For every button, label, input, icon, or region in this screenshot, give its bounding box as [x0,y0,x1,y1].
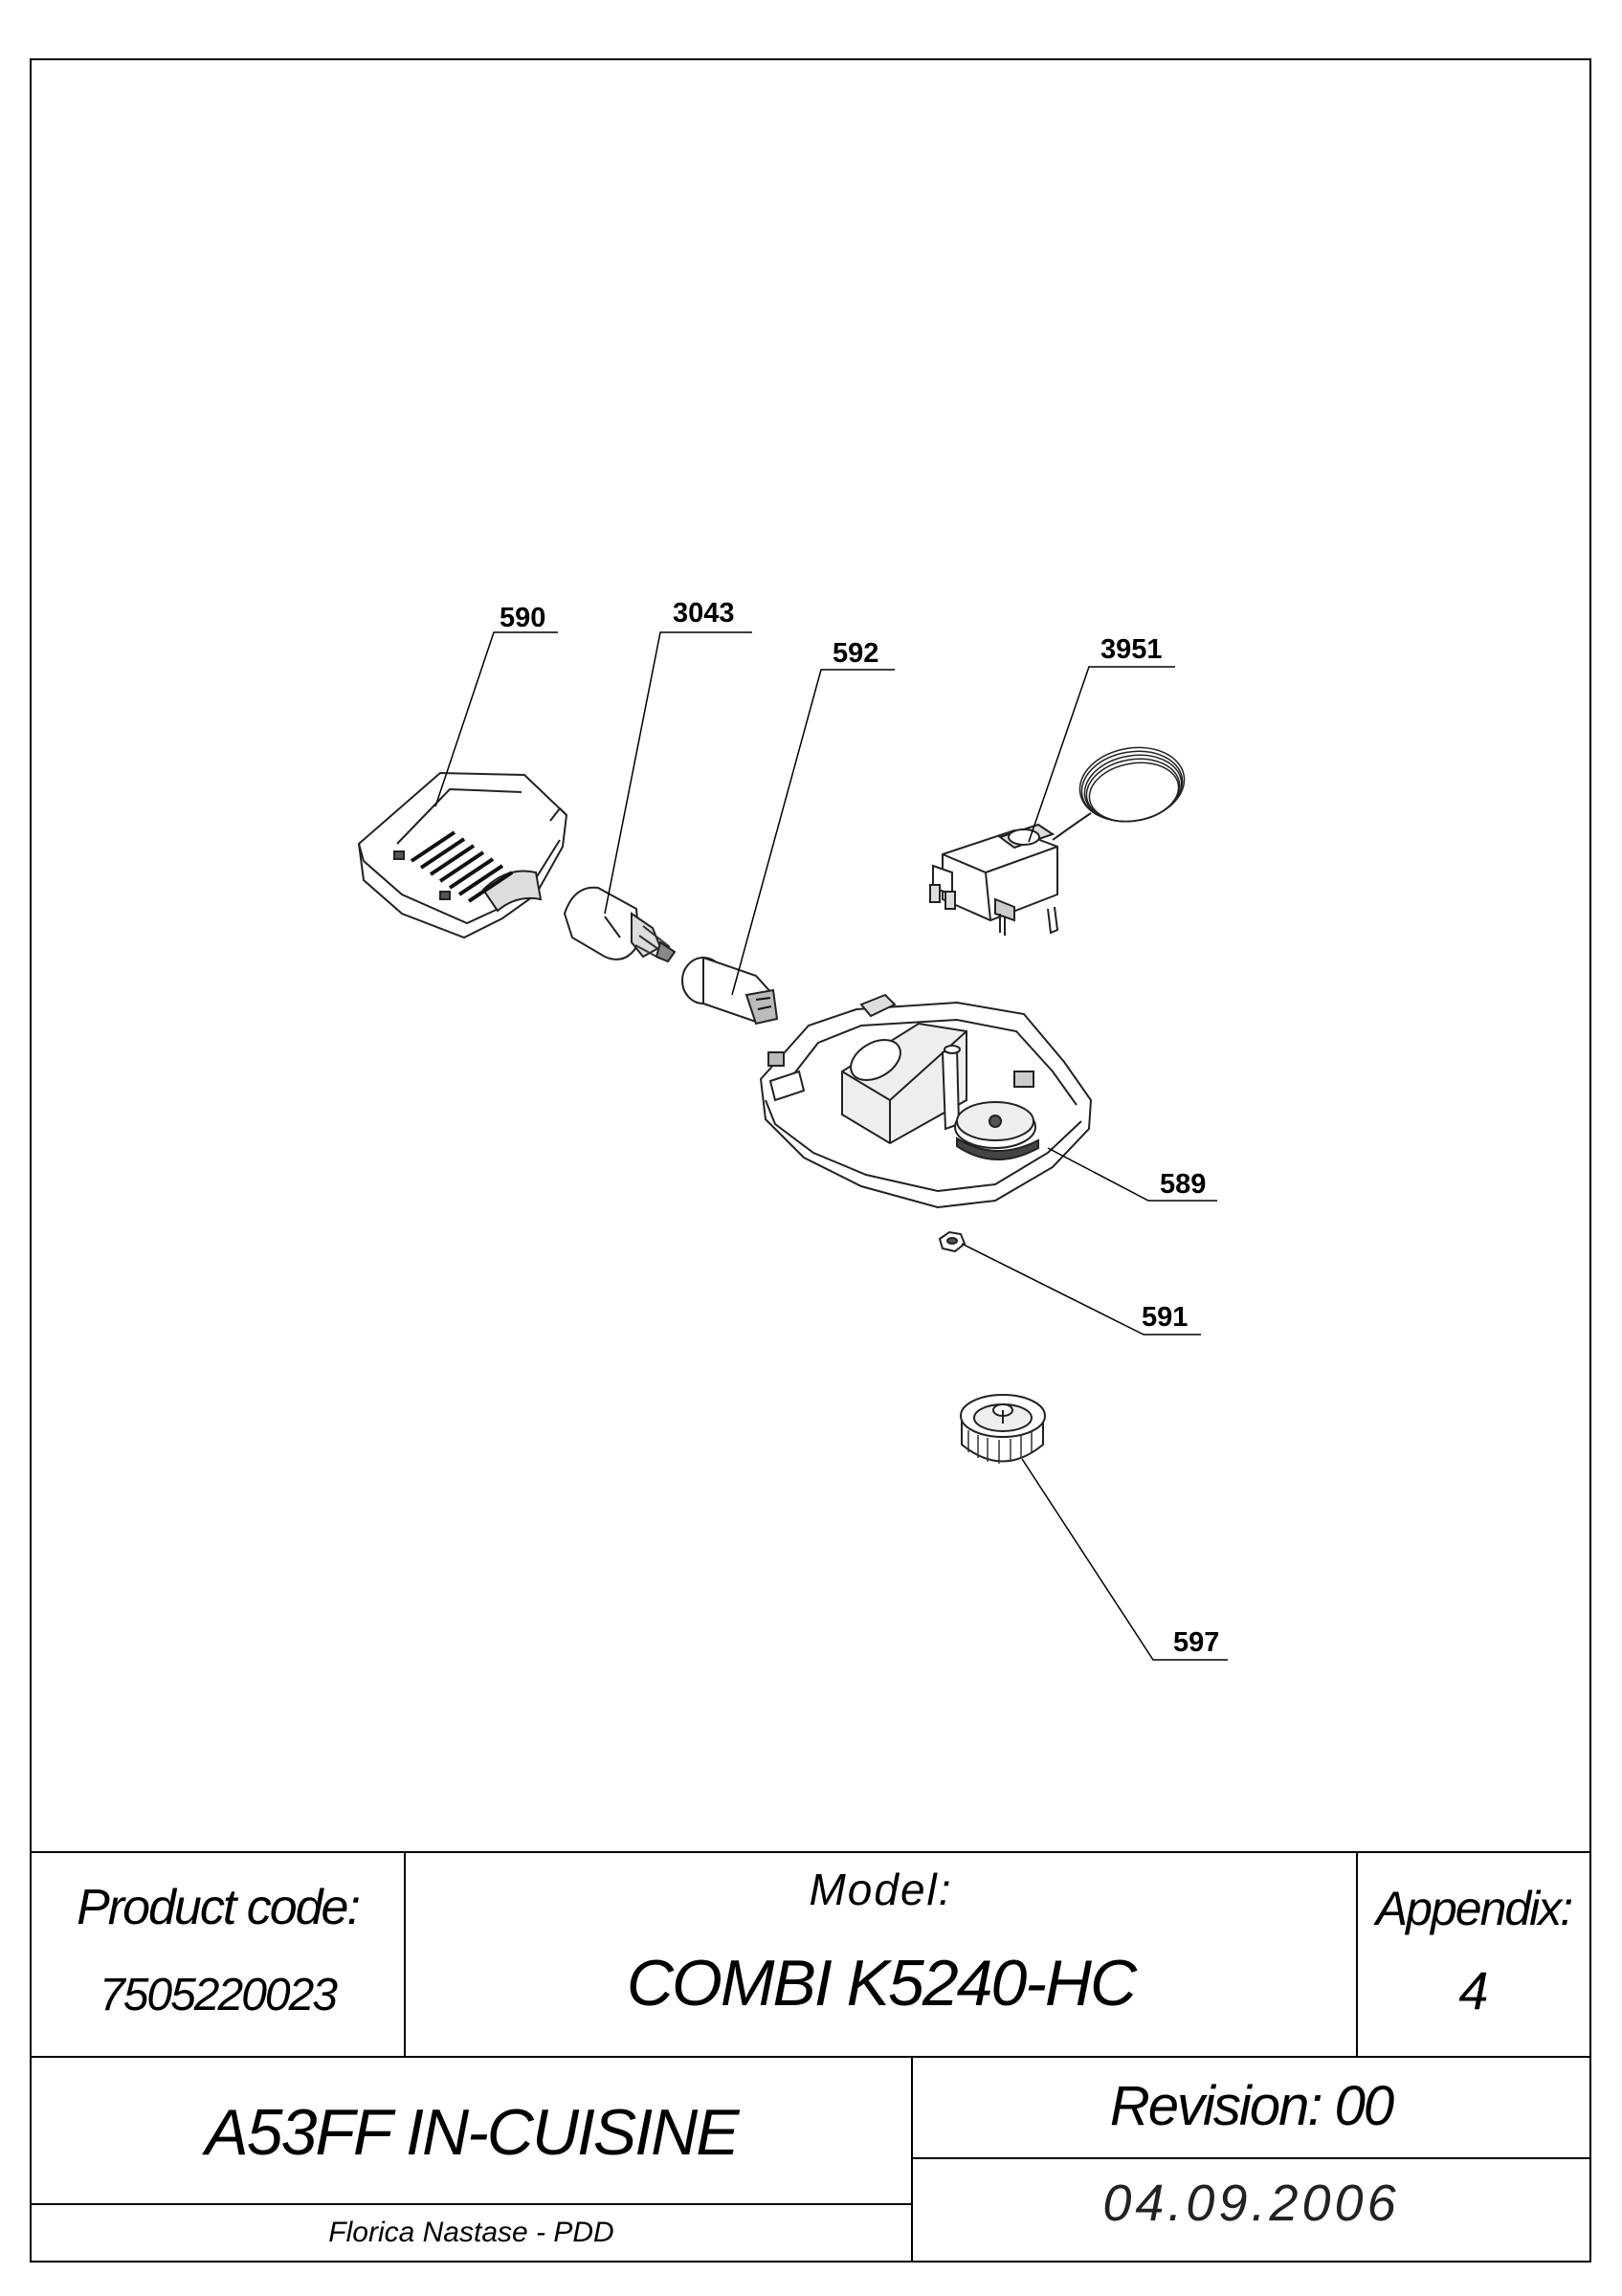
author: Florica Nastase - PDD [328,2217,614,2248]
part-3951-thermostat [929,746,1186,936]
label-3951: 3951 [1100,634,1163,665]
leader-lines [434,631,1228,1661]
leader-591 [961,1243,1201,1336]
part-590-lamp-cover [357,771,568,939]
appendix-label: Appendix: [1375,1882,1573,1935]
drawing-frame [30,58,1591,2263]
product-code-value: 7505220023 [100,1970,338,2020]
label-3043: 3043 [673,598,735,629]
model-value: COMBI K5240-HC [626,1947,1137,2020]
leader-3043 [604,631,752,915]
appendix-value: 4 [1458,1960,1489,2020]
revision: Revision: 00 [1109,2075,1394,2137]
label-589: 589 [1160,1169,1206,1200]
leader-597 [1021,1458,1228,1661]
leader-592 [731,669,895,996]
product-name: A53FF IN-CUISINE [205,2096,739,2169]
leader-3951 [1028,666,1175,843]
part-3043-bulb [563,886,677,963]
leader-589 [1047,1147,1217,1202]
part-591-nut [938,1230,967,1253]
part-labels: 590 3043 592 3951 589 591 597 [500,598,1219,1658]
date: 04.09.2006 [1102,2175,1400,2232]
label-590: 590 [500,603,545,633]
label-591: 591 [1142,1302,1188,1333]
part-589-lamp-housing [759,993,1093,1209]
label-592: 592 [833,638,878,669]
title-block-grid [31,1851,1590,2262]
part-592-lamp-holder [681,956,779,1026]
product-code-label: Product code: [77,1880,361,1935]
part-597-knob [960,1394,1046,1464]
leader-590 [434,631,558,807]
label-597: 597 [1173,1627,1219,1658]
model-label: Model: [809,1865,953,1914]
